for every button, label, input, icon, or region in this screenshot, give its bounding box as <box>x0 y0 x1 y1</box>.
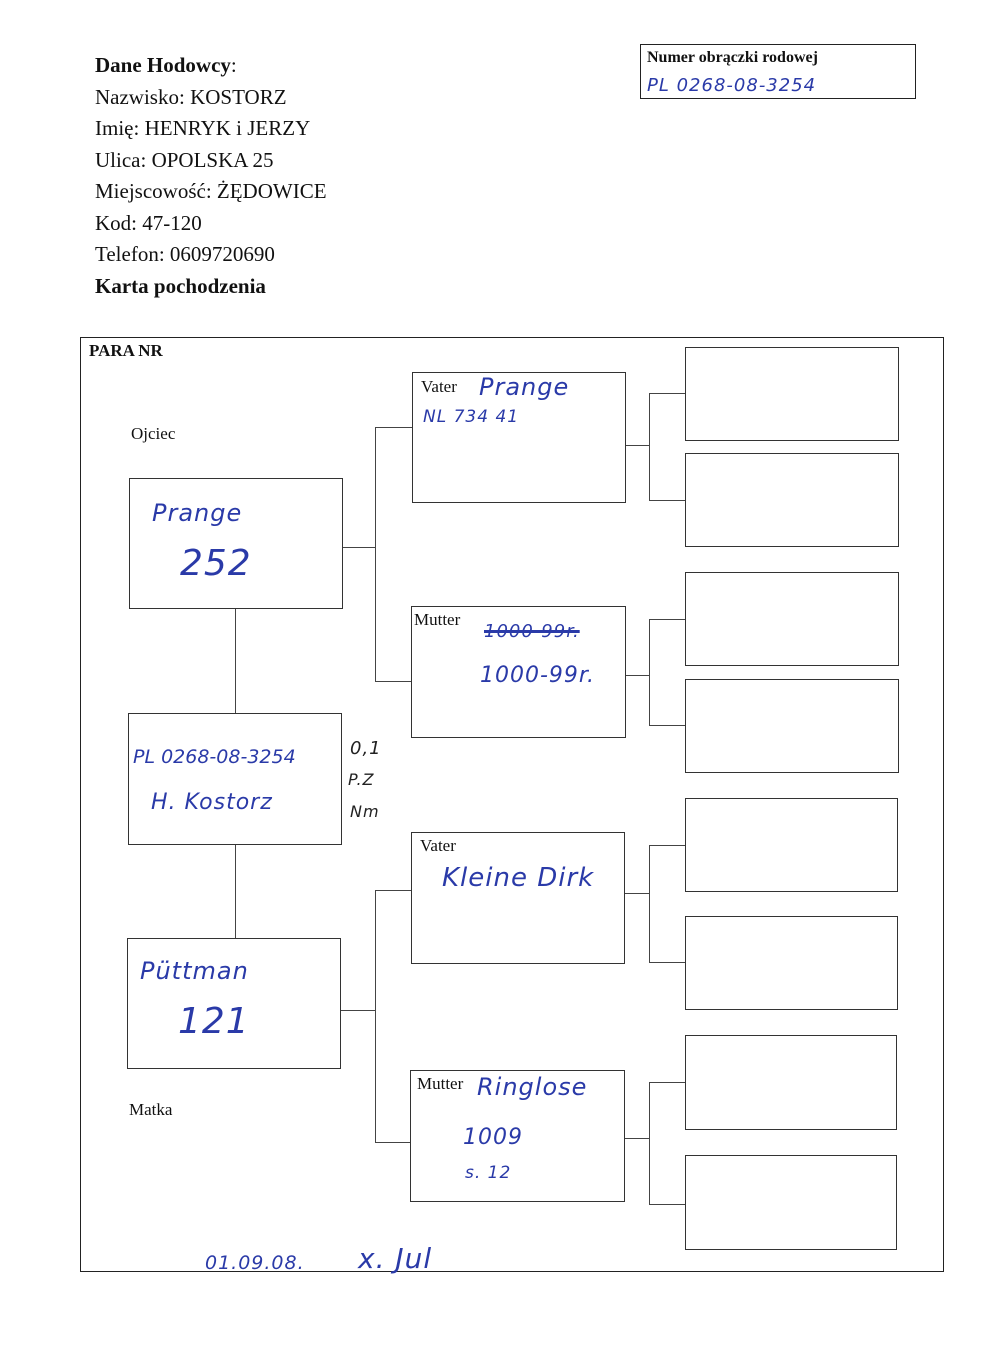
paternal-sire-box: Vater Prange NL 734 41 <box>412 372 626 503</box>
ancestor-box <box>685 347 899 441</box>
ancestor-box <box>685 572 899 666</box>
zip-value: 47-120 <box>142 210 202 235</box>
ancestor-box <box>685 1035 897 1130</box>
connector-line <box>649 845 651 962</box>
paternal-dam-struck-entry: 1000-99r. <box>484 621 580 642</box>
maternal-sire-name: Kleine Dirk <box>442 863 595 893</box>
breeder-zip-row: Kod: 47-120 <box>95 208 327 240</box>
breeder-name-row: Imię: HENRYK i JERZY <box>95 113 327 145</box>
connector-line <box>375 890 411 892</box>
pedigree-frame <box>80 337 944 1272</box>
connector-line <box>649 619 685 621</box>
breeder-heading: Dane Hodowcy: <box>95 50 327 82</box>
paternal-dam-value: 1000-99r. <box>480 663 595 688</box>
maternal-dam-note: s. 12 <box>465 1163 512 1183</box>
breeder-heading-colon: : <box>230 53 237 77</box>
connector-line <box>341 1010 376 1012</box>
footer-date: 01.09.08. <box>205 1252 305 1274</box>
connector-line <box>649 962 685 964</box>
connector-line <box>649 619 651 725</box>
connector-line <box>625 1138 649 1140</box>
father-label: Ojciec <box>131 424 176 443</box>
subject-ring: PL 0268-08-3254 <box>133 746 296 768</box>
subject-owner: H. Kostorz <box>151 790 273 815</box>
maternal-dam-box: Mutter Ringlose 1009 s. 12 <box>410 1070 625 1202</box>
ring-number-box: Numer obrączki rodowej PL 0268-08-3254 <box>640 44 916 99</box>
ancestor-box <box>685 679 899 773</box>
connector-line <box>649 845 685 847</box>
paternal-dam-box: Mutter 1000-99r. 1000-99r. <box>411 606 626 738</box>
paternal-dam-label: Mutter <box>414 610 461 629</box>
pair-number-label: PARA NR <box>89 341 163 360</box>
connector-line <box>626 445 649 447</box>
maternal-sire-box: Vater Kleine Dirk <box>411 832 625 964</box>
father-box: Prange 252 <box>129 478 343 609</box>
mother-number: 121 <box>178 1001 250 1042</box>
surname-value: KOSTORZ <box>190 84 287 109</box>
maternal-dam-number: 1009 <box>463 1125 523 1150</box>
breeder-heading-text: Dane Hodowcy <box>95 53 231 77</box>
card-title: Karta pochodzenia <box>95 273 266 298</box>
maternal-dam-name: Ringlose <box>477 1073 588 1101</box>
name-value: HENRYK i JERZY <box>144 116 311 140</box>
ring-number-value: PL 0268-08-3254 <box>647 75 817 96</box>
city-value: ŻĘDOWICE <box>216 179 327 203</box>
ancestor-box <box>685 916 898 1010</box>
zip-label: Kod: <box>95 210 143 235</box>
connector-line <box>235 609 237 713</box>
mother-name: Püttman <box>140 957 249 985</box>
paternal-sire-ring: NL 734 41 <box>423 407 520 427</box>
breeder-city-row: Miejscowość: ŻĘDOWICE <box>95 176 327 208</box>
subject-note-2: P.Z <box>348 770 375 789</box>
connector-line <box>649 393 685 395</box>
ancestor-box <box>685 798 898 892</box>
paternal-sire-label: Vater <box>421 377 457 396</box>
breeder-street-row: Ulica: OPOLSKA 25 <box>95 145 327 177</box>
connector-line <box>235 845 237 938</box>
connector-line <box>649 1082 651 1204</box>
breeder-data: Dane Hodowcy: Nazwisko: KOSTORZ Imię: HE… <box>95 50 327 302</box>
connector-line <box>375 427 377 681</box>
ancestor-box <box>685 453 899 547</box>
father-number: 252 <box>180 543 252 584</box>
connector-line <box>375 890 377 1142</box>
ancestor-box <box>685 1155 897 1250</box>
connector-line <box>625 893 649 895</box>
phone-label: Telefon: <box>95 242 170 266</box>
phone-value: 0609720690 <box>169 242 275 266</box>
ring-number-label: Numer obrączki rodowej <box>647 49 818 66</box>
connector-line <box>649 1082 685 1084</box>
subject-note-3: Nm <box>350 802 380 821</box>
mother-box: Püttman 121 <box>127 938 341 1069</box>
footer-signature: x. Jul <box>358 1242 433 1275</box>
maternal-sire-label: Vater <box>420 836 456 855</box>
subject-note-1: 0,1 <box>350 738 382 759</box>
connector-line <box>649 393 651 500</box>
connector-line <box>649 500 685 502</box>
connector-line <box>649 725 685 727</box>
city-label: Miejscowość: <box>95 179 217 203</box>
connector-line <box>375 427 412 429</box>
connector-line <box>342 547 376 549</box>
mother-label: Matka <box>129 1100 173 1119</box>
connector-line <box>649 1204 685 1206</box>
connector-line <box>375 1142 411 1144</box>
street-value: OPOLSKA 25 <box>151 147 274 172</box>
name-label: Imię: <box>95 116 145 140</box>
connector-line <box>626 675 649 677</box>
paternal-sire-name: Prange <box>479 373 570 401</box>
subject-box: PL 0268-08-3254 H. Kostorz <box>128 713 342 845</box>
surname-label: Nazwisko: <box>95 84 191 109</box>
breeder-phone-row: Telefon: 0609720690 <box>95 239 327 271</box>
street-label: Ulica: <box>95 147 152 172</box>
connector-line <box>375 681 412 683</box>
maternal-dam-label: Mutter <box>417 1074 464 1093</box>
father-name: Prange <box>152 499 243 527</box>
breeder-surname-row: Nazwisko: KOSTORZ <box>95 82 327 114</box>
